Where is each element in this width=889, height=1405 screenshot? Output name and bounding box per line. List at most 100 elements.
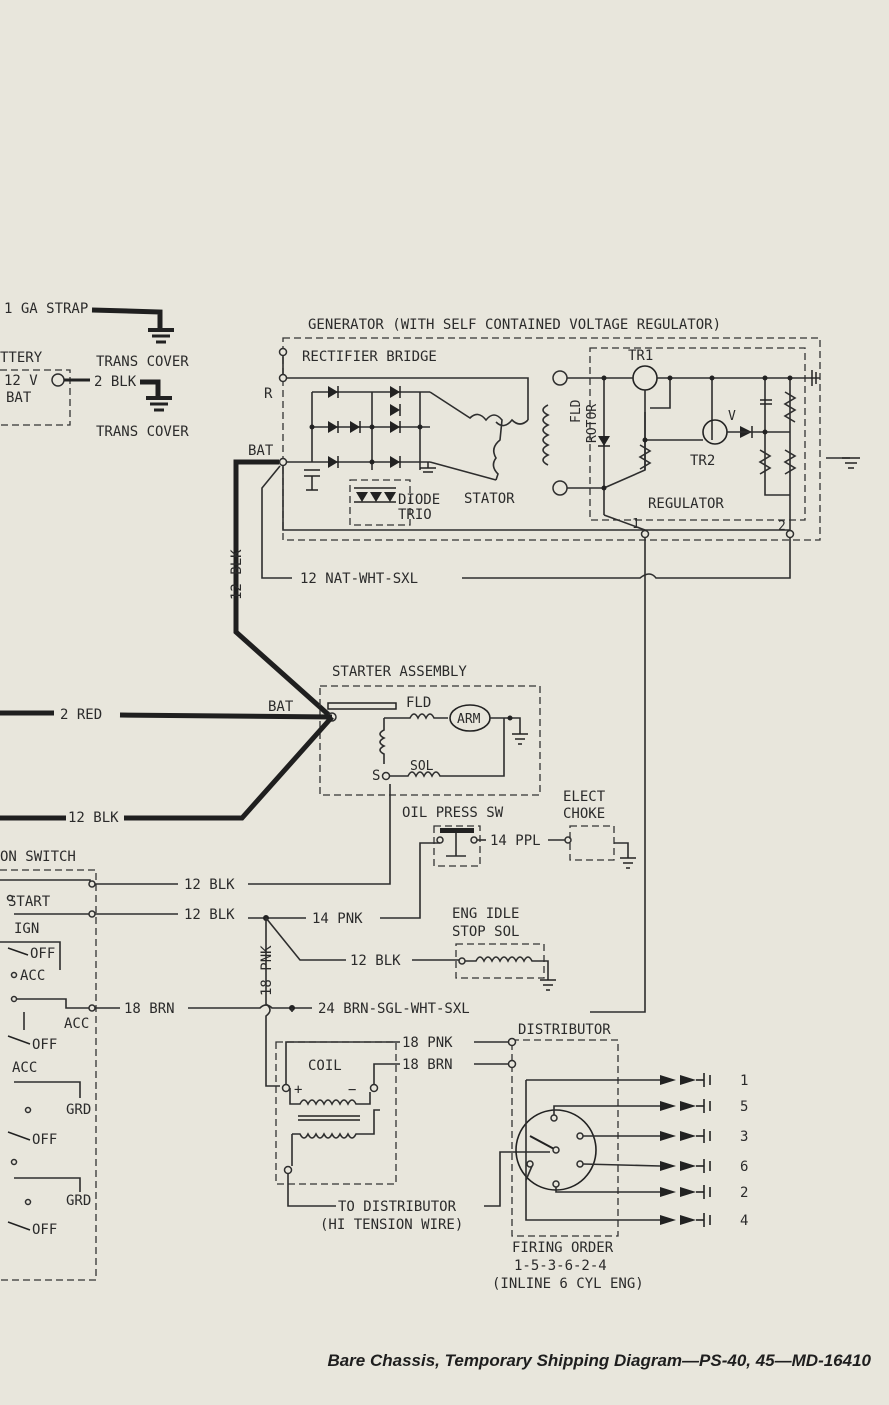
starter-bat-label: BAT xyxy=(268,699,294,715)
stator-coil: STATOR xyxy=(429,391,529,507)
eng-idle-stop-sol: ENG IDLE STOP SOL xyxy=(452,906,556,991)
battery-section: 1 GA STRAP TRANS COVER TTERY 12 V BAT 2 … xyxy=(0,301,189,440)
stator-label: STATOR xyxy=(464,491,515,507)
trans-cover-label-2: TRANS COVER xyxy=(96,424,189,440)
off1-label: OFF xyxy=(30,946,55,962)
acc1-label: ACC xyxy=(20,968,45,984)
blk12-to-idle xyxy=(265,917,346,961)
nat-wht-label: 12 NAT-WHT-SXL xyxy=(300,571,418,587)
starter-title: STARTER ASSEMBLY xyxy=(332,664,467,680)
off2-label: OFF xyxy=(32,1037,57,1053)
bat-terminal-label: BAT xyxy=(248,443,274,459)
eng-idle-label: ENG IDLE xyxy=(452,906,519,922)
arm-label: ARM xyxy=(457,712,481,727)
spark-plug-number: 2 xyxy=(740,1185,748,1201)
firing-order-label: FIRING ORDER xyxy=(512,1240,614,1256)
trans-cover-label-1: TRANS COVER xyxy=(96,354,189,370)
spark-plug-6: 6 xyxy=(660,1159,748,1175)
coil-plus: + xyxy=(294,1082,302,1098)
fld-label: FLD xyxy=(569,399,584,423)
s-label: S xyxy=(372,768,380,784)
red2-label: 2 RED xyxy=(60,707,102,723)
grd1-label: GRD xyxy=(66,1102,91,1118)
off3-label: OFF xyxy=(32,1132,57,1148)
brn24-label: 24 BRN-SGL-WHT-SXL xyxy=(318,1001,470,1017)
ground-symbol-2 xyxy=(146,396,172,412)
terminal-2-label: 2 xyxy=(778,519,786,534)
regulator-label: REGULATOR xyxy=(648,496,724,512)
blk12-vertical-label: 12 BLK xyxy=(229,549,245,600)
spark-plugs: 1 5 3 6 2 4 xyxy=(660,1073,748,1229)
distributor-label: DISTRIBUTOR xyxy=(518,1022,611,1038)
choke-label: CHOKE xyxy=(563,806,605,822)
ignition-switch-label: ON SWITCH xyxy=(0,849,76,865)
ground-symbol-1 xyxy=(148,328,174,344)
start-to-sol xyxy=(248,784,391,885)
spark-plug-1: 1 xyxy=(660,1073,748,1089)
blk12-b-label: 12 BLK xyxy=(184,907,235,923)
battery-label: TTERY xyxy=(0,350,43,366)
electric-choke: ELECT CHOKE xyxy=(563,789,636,869)
spark-plug-number: 4 xyxy=(740,1213,748,1229)
oil-press-switch: OIL PRESS SW 14 PPL xyxy=(402,805,572,867)
starter-assembly: STARTER ASSEMBLY BAT FLD ARM S SOL xyxy=(268,664,541,796)
brn18b-label: 18 BRN xyxy=(402,1057,453,1073)
battery-terminal xyxy=(51,373,65,387)
sol-label: SOL xyxy=(410,759,434,774)
coil-neg-wire xyxy=(373,1063,400,1084)
acc3-label: ACC xyxy=(12,1060,37,1076)
spark-plug-4: 4 xyxy=(660,1213,748,1229)
regulator: TR1 V TR2 xyxy=(589,347,860,534)
r-terminal-label: R xyxy=(264,386,273,402)
coil-minus: − xyxy=(348,1082,356,1098)
oil-press-label: OIL PRESS SW xyxy=(402,805,504,821)
terminal-1-label: 1 xyxy=(632,517,640,532)
firing-sequence: 1-5-3-6-2-4 xyxy=(514,1258,607,1274)
bat-cable-12blk xyxy=(233,459,332,718)
pnk14-label: 14 PNK xyxy=(312,911,363,927)
coil-label: COIL xyxy=(308,1058,342,1074)
field-rotor: FLD ROTOR xyxy=(542,370,604,496)
ignition-switch: ON SWITCH START IGN OFF ACC ACC OFF ACC … xyxy=(0,849,97,1281)
spark-plug-2: 2 xyxy=(660,1185,748,1201)
generator-section: GENERATOR (WITH SELF CONTAINED VOLTAGE R… xyxy=(248,317,860,541)
battery-voltage: 12 V xyxy=(4,373,38,389)
spark-plug-number: 1 xyxy=(740,1073,748,1089)
ga-strap-label: 1 GA STRAP xyxy=(4,301,88,317)
blk2-label: 2 BLK xyxy=(94,374,137,390)
battery-bat: BAT xyxy=(6,390,32,406)
rectifier-bridge xyxy=(283,377,529,491)
tr2-label: TR2 xyxy=(690,453,715,469)
blk12-a-label: 12 BLK xyxy=(184,877,235,893)
blk12-c-label: 12 BLK xyxy=(350,953,401,969)
pnk18-vertical-label: 18 PNK xyxy=(259,945,275,996)
stop-sol-label: STOP SOL xyxy=(452,924,519,940)
spark-plug-3: 3 xyxy=(660,1129,748,1145)
rectifier-label: RECTIFIER BRIDGE xyxy=(302,349,437,365)
generator-title: GENERATOR (WITH SELF CONTAINED VOLTAGE R… xyxy=(308,317,721,333)
pnk18-label: 18 PNK xyxy=(402,1035,453,1051)
diode-trio: DIODE TRIO xyxy=(349,479,440,526)
pnk-wire-oil xyxy=(380,842,440,919)
blk-cable-right xyxy=(124,715,334,821)
ign-label: IGN xyxy=(14,921,39,937)
pnk18-vertical-wire xyxy=(265,918,280,1087)
v-label: V xyxy=(728,409,736,424)
elect-label: ELECT xyxy=(563,789,606,805)
to-distributor-label: TO DISTRIBUTOR xyxy=(338,1199,457,1215)
diode-label: DIODE xyxy=(398,492,440,508)
ppl14-label: 14 PPL xyxy=(490,833,541,849)
nat-wht-wire xyxy=(261,465,292,579)
red-cable-right xyxy=(119,712,333,720)
spark-plug-5: 5 xyxy=(660,1099,748,1115)
spark-plug-number: 6 xyxy=(740,1159,748,1175)
hi-tension-label: (HI TENSION WIRE) xyxy=(320,1217,463,1233)
brn18-label: 18 BRN xyxy=(124,1001,175,1017)
start-label: START xyxy=(8,894,51,910)
starter-fld-label: FLD xyxy=(406,695,431,711)
tr1-label: TR1 xyxy=(628,348,653,364)
rotor-label: ROTOR xyxy=(585,404,600,443)
distributor: DISTRIBUTOR FIRING ORDER 1-5-3-6-2-4 (IN… xyxy=(492,1022,661,1292)
inline-engine-label: (INLINE 6 CYL ENG) xyxy=(492,1276,644,1292)
